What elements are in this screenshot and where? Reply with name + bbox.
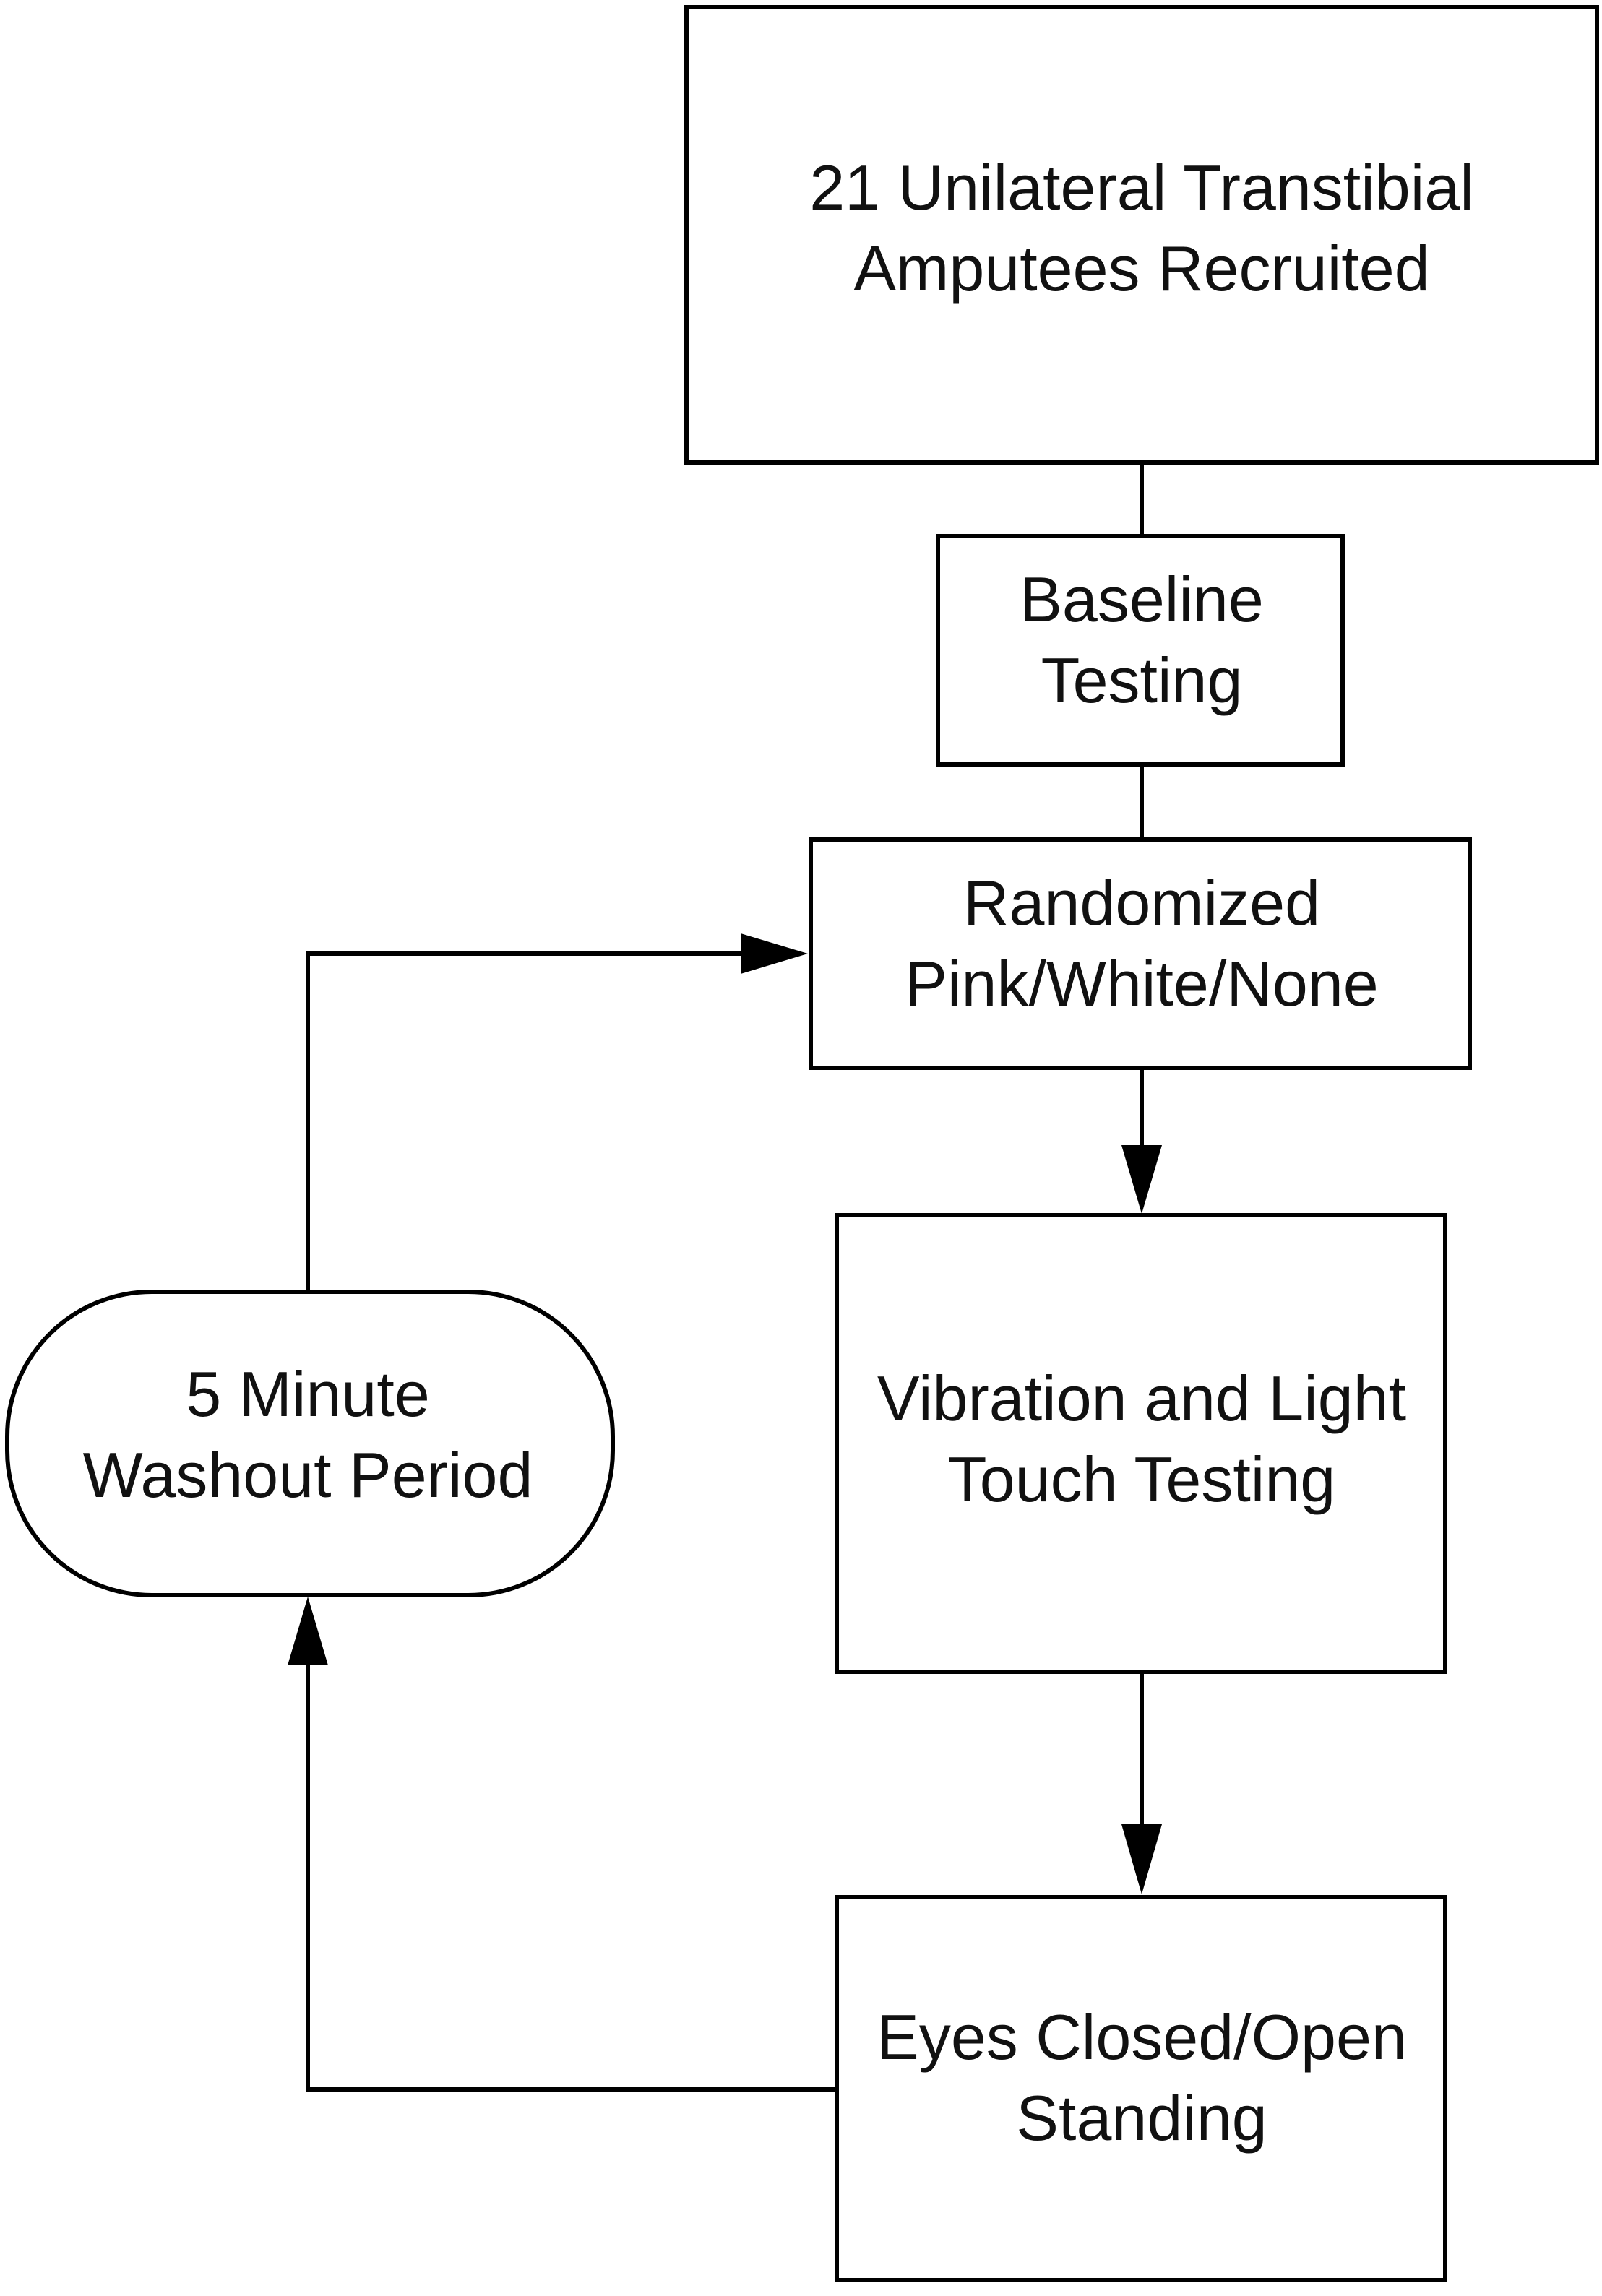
node-label: Randomized [963,867,1320,938]
edge-randomized-to-vibration [1121,1068,1162,1214]
node-label: 5 Minute [186,1358,430,1430]
arrow-up-icon [288,1597,328,1665]
node-label: Washout Period [83,1439,533,1511]
node-label: Baseline [1020,564,1264,635]
edge-washout-to-randomized [306,933,808,1292]
edge-standing-to-washout [288,1597,837,2092]
node-label: Pink/White/None [905,948,1378,1019]
node-label: Vibration and Light [877,1363,1406,1434]
node-label: Amputees Recruited [853,233,1429,304]
node-eyes-closed-open-standing: Eyes Closed/Open Standing [835,1895,1447,2282]
node-label: Standing [1016,2082,1267,2154]
node-label: 21 Unilateral Transtibial [809,152,1474,223]
node-label: Eyes Closed/Open [877,2001,1407,2073]
node-vibration-light-touch: Vibration and Light Touch Testing [835,1213,1447,1674]
edge-vibration-to-standing [1121,1672,1162,1894]
node-label: Testing [1041,644,1243,716]
node-washout-period: 5 Minute Washout Period [5,1290,615,1597]
node-baseline-testing: Baseline Testing [936,534,1345,767]
node-label: Touch Testing [948,1443,1336,1515]
node-amputees-recruited: 21 Unilateral Transtibial Amputees Recru… [684,5,1599,465]
node-randomized-noise: Randomized Pink/White/None [809,837,1472,1070]
arrow-down-icon [1121,1824,1162,1894]
arrow-down-icon [1121,1145,1162,1214]
arrow-right-icon [741,933,808,974]
